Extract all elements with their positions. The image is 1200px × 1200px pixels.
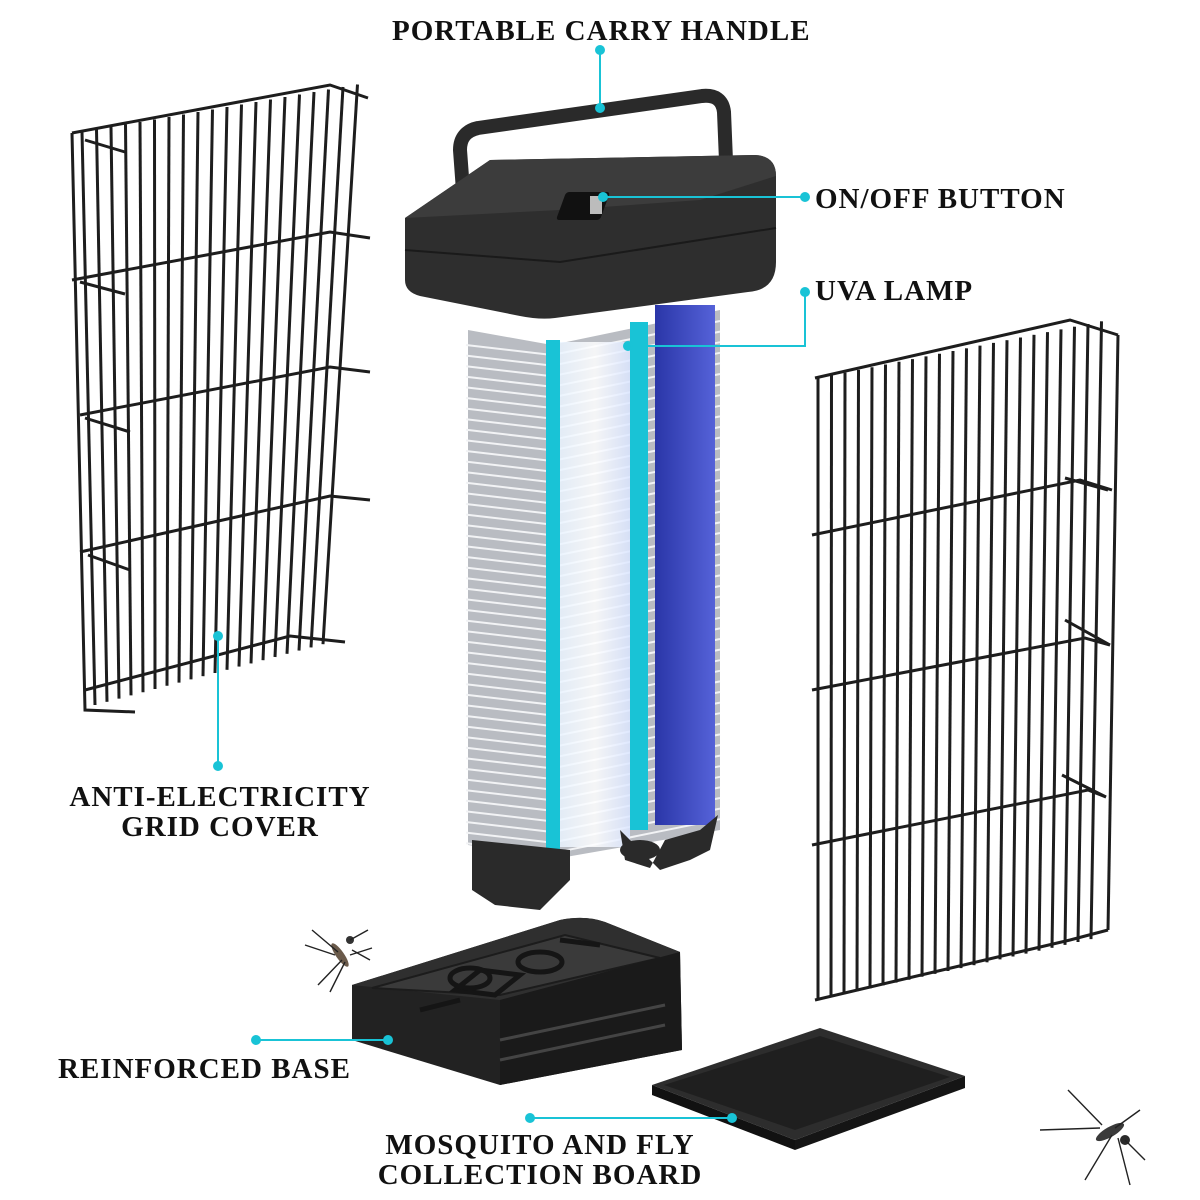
heat-fin: [465, 810, 553, 823]
heat-fin: [465, 460, 553, 473]
heat-fin: [465, 439, 553, 452]
heat-fin: [465, 524, 553, 537]
heat-fin: [465, 736, 553, 749]
grid-bar: [972, 345, 982, 966]
heat-fin: [465, 725, 553, 738]
heat-fin: [465, 534, 553, 547]
label-carry-handle: PORTABLE CARRY HANDLE: [392, 15, 811, 47]
label-reinforced-base: REINFORCED BASE: [58, 1053, 351, 1085]
heat-fin: [465, 619, 553, 632]
heat-fin: [465, 768, 553, 780]
grid-bar: [959, 348, 968, 969]
mosquito-icon: [304, 929, 373, 993]
carry-handle: [453, 88, 735, 259]
label-collection-board: MOSQUITO AND FLY COLLECTION BOARD: [340, 1130, 740, 1190]
mosquito-icon: [1039, 1089, 1146, 1186]
left-grid-cover: [70, 83, 371, 714]
label-grid-cover-line1: ANTI-ELECTRICITY: [69, 781, 371, 813]
heat-fin: [465, 651, 553, 664]
lamp-unit: [404, 88, 777, 910]
grid-bar: [95, 129, 109, 702]
label-uva-lamp: UVA LAMP: [815, 275, 974, 307]
heat-fin: [465, 577, 553, 590]
grid-bar: [1063, 326, 1076, 945]
grid-bar: [1011, 337, 1022, 957]
grid-bar: [124, 124, 133, 696]
grid-bar: [920, 356, 928, 977]
grid-bar: [1024, 334, 1036, 954]
heat-fin: [465, 450, 553, 462]
heat-fin: [465, 757, 553, 770]
uv-tube-right: [630, 322, 648, 830]
heat-fin: [465, 789, 553, 802]
label-collection-board-line2: COLLECTION BOARD: [377, 1159, 703, 1191]
heat-fin: [465, 630, 553, 643]
heat-fin: [465, 397, 553, 409]
grid-bar: [998, 340, 1009, 960]
heat-fin: [465, 407, 553, 420]
label-grid-cover-line2: GRID COVER: [121, 811, 319, 843]
grid-bar: [985, 342, 995, 963]
heat-fin: [465, 354, 553, 367]
grid-bar: [1076, 323, 1090, 943]
label-grid-cover: ANTI-ELECTRICITY GRID COVER: [60, 782, 380, 842]
heat-fin: [465, 492, 553, 505]
grid-bar: [177, 114, 185, 683]
grid-bar: [321, 84, 359, 645]
grid-bar: [946, 350, 955, 972]
grid-bar: [933, 353, 941, 974]
grid-bar: [189, 111, 200, 680]
grid-bar: [1089, 321, 1103, 940]
heat-fin: [465, 609, 553, 621]
grid-bar: [1050, 329, 1063, 948]
heat-fin: [465, 799, 553, 812]
heat-fin: [465, 556, 553, 568]
label-collection-board-line1: MOSQUITO AND FLY: [385, 1129, 695, 1161]
heat-fin: [465, 344, 553, 356]
grid-bar: [907, 359, 914, 980]
grid-bar: [201, 109, 214, 677]
heat-fin: [465, 778, 553, 791]
grid-bar: [138, 121, 145, 693]
heat-fin: [465, 683, 553, 696]
heat-fin: [465, 598, 553, 611]
leader-lines: [213, 45, 810, 1123]
on-off-switch: [556, 192, 610, 220]
heat-fin: [465, 375, 553, 388]
right-grid-cover: [811, 318, 1120, 1002]
grid-bar: [213, 106, 229, 674]
heat-fin: [465, 428, 553, 441]
heat-fin: [465, 640, 553, 653]
heat-fin: [465, 481, 553, 494]
heat-fin: [465, 587, 553, 600]
heat-fin: [465, 513, 553, 526]
heat-fin: [465, 566, 553, 579]
heat-fin: [465, 821, 553, 833]
heat-fin: [465, 386, 553, 399]
heat-fin: [465, 672, 553, 685]
grid-bar: [225, 104, 243, 670]
grid-bar: [1037, 332, 1049, 951]
heat-fin: [465, 545, 553, 558]
grid-bar: [109, 126, 121, 699]
heat-fin: [465, 471, 553, 484]
uv-tube-left: [546, 340, 560, 850]
heat-fin: [465, 831, 553, 844]
grid-bar: [165, 116, 171, 686]
heat-fin: [465, 365, 553, 378]
reinforced-base: [352, 917, 682, 1085]
heat-fin: [465, 704, 553, 717]
label-on-off-button: ON/OFF BUTTON: [815, 183, 1066, 215]
heat-fin: [465, 746, 553, 759]
heat-fin: [465, 715, 553, 727]
grid-bar: [153, 119, 157, 690]
heat-fin: [465, 662, 553, 674]
heat-fin: [465, 693, 553, 706]
heat-fin: [465, 418, 553, 431]
heat-fin: [465, 503, 553, 515]
